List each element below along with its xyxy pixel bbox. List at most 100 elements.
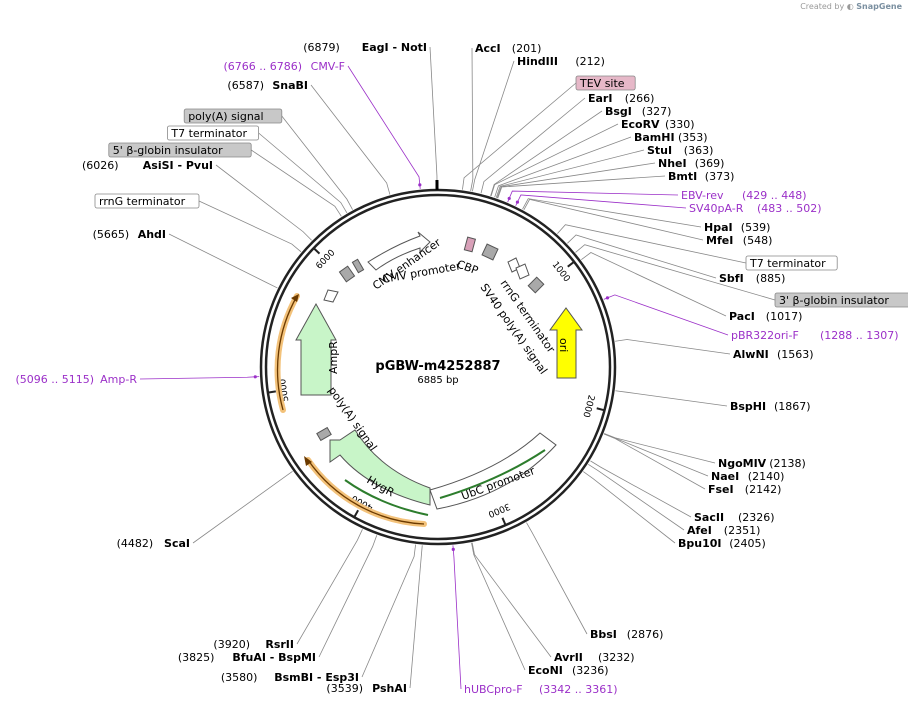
site-name: BsgI	[605, 105, 632, 118]
box-callout-line-t7-terminator	[258, 132, 348, 214]
feature-callout-rrng-terminator[interactable]: rrnG terminator	[94, 193, 200, 209]
restriction-site-econi[interactable]: EcoNI(3236)	[528, 664, 609, 677]
restriction-site-alwni[interactable]: AlwNI(1563)	[733, 348, 814, 361]
restriction-site-sbfi[interactable]: SbfI(885)	[719, 272, 785, 285]
t7-box-right[interactable]	[481, 243, 499, 261]
cmv-enhancer-arrow[interactable]	[323, 289, 339, 303]
callout-line-ecorv	[490, 123, 619, 197]
site-position: (373)	[705, 170, 735, 183]
site-name: BamHI	[634, 131, 675, 144]
feature-callout-5-globin-insulator[interactable]: 5' β-globin insulator	[108, 142, 252, 158]
primer-binding-mark	[253, 375, 257, 379]
restriction-site-bsphi[interactable]: BspHI(1867)	[730, 400, 811, 413]
scale-tick	[501, 517, 507, 526]
restriction-site-nhei[interactable]: NheI(369)	[658, 157, 724, 170]
callout-line-nhei	[496, 162, 656, 199]
restriction-site-scai[interactable]: ScaI(4482)	[117, 537, 190, 550]
primer-pbr322ori-f[interactable]: pBR322ori-F (1288 .. 1307)	[731, 329, 899, 342]
restriction-site-afei[interactable]: AfeI(2351)	[687, 524, 760, 537]
hygr-arrow[interactable]	[329, 429, 431, 506]
restriction-site-bfuai-bspmi[interactable]: BfuAI - BspMI(3825)	[178, 651, 316, 664]
callout-line-bpu10i	[583, 471, 676, 544]
feature-callout-3-globin-insulator[interactable]: 3' β-globin insulator	[774, 292, 908, 308]
primer-sv40pa-r[interactable]: SV40pA-R (483 .. 502)	[689, 202, 822, 215]
site-position: (3825)	[178, 651, 215, 664]
primer-ebv-rev[interactable]: EBV-rev(429 .. 448)	[681, 189, 807, 202]
restriction-site-rsrii[interactable]: RsrII (3920)	[213, 638, 294, 651]
primer-line-cmv-f	[347, 65, 421, 189]
sv40-polya-box[interactable]	[515, 263, 530, 280]
restriction-site-bbsi[interactable]: BbsI(2876)	[590, 628, 663, 641]
ubc-promoter-arrow[interactable]	[429, 432, 557, 510]
restriction-site-bamhi[interactable]: BamHI(353)	[634, 131, 708, 144]
site-name: RsrII	[265, 638, 294, 651]
restriction-site-eagi-noti[interactable]: EagI - NotI(6879)	[303, 41, 427, 54]
restriction-site-avrii[interactable]: AvrII(3232)	[554, 651, 635, 664]
site-name: PacI	[729, 310, 755, 323]
polya-box-bottom[interactable]	[316, 426, 332, 442]
restriction-site-snabi[interactable]: SnaBI(6587)	[227, 79, 308, 92]
site-name: BsmBI - Esp3I	[274, 671, 359, 684]
restriction-site-pshai[interactable]: PshAI(3539)	[326, 682, 407, 695]
primer-range: (483 .. 502)	[757, 202, 822, 215]
scale-tick-label: 1000	[550, 260, 572, 284]
restriction-site-asisi-pvui[interactable]: AsiSI - PvuI(6026)	[82, 159, 213, 172]
primer-name: SV40pA-R	[689, 202, 744, 215]
restriction-site-bsgi[interactable]: BsgI(327)	[605, 105, 671, 118]
site-position: (3920)	[213, 638, 250, 651]
ampr-arrow[interactable]	[295, 302, 337, 396]
plasmid-size: 6885 bp	[417, 375, 458, 386]
callout-text: poly(A) signal	[188, 110, 263, 123]
restriction-site-mfei[interactable]: MfeI(548)	[706, 234, 772, 247]
site-labels: AccI(201)HindIII(212)EarI(266)BsgI(327)E…	[15, 41, 908, 696]
scale-tick	[596, 407, 605, 412]
insulator-box-right[interactable]	[527, 276, 545, 294]
scale-tick-label: 2000	[580, 394, 596, 419]
callout-line-ngomiv	[604, 433, 716, 464]
site-position: (1867)	[774, 400, 811, 413]
site-name: StuI	[647, 144, 672, 157]
callout-box	[94, 193, 200, 209]
restriction-site-ecorv[interactable]: EcoRV(330)	[621, 118, 695, 131]
backbone-outer-strand	[259, 188, 617, 546]
restriction-site-stui[interactable]: StuI(363)	[647, 144, 713, 157]
callout-line-asisi-pvui	[215, 164, 312, 241]
feature-callout-t7-terminator[interactable]: T7 terminator	[745, 255, 838, 271]
restriction-site-bsmbi-esp3i[interactable]: BsmBI - Esp3I(3580)	[221, 671, 359, 684]
insulator-box-left[interactable]	[338, 265, 356, 283]
callout-box	[575, 75, 636, 91]
ori-arrow[interactable]	[549, 307, 583, 379]
feature-callout-t7-terminator[interactable]: T7 terminator	[166, 125, 259, 141]
feature-callout-tev-site[interactable]: TEV site	[575, 75, 636, 91]
restriction-site-eari[interactable]: EarI(266)	[588, 92, 654, 105]
box-callout-line-tev-site	[462, 82, 577, 190]
primer-name: EBV-rev	[681, 189, 724, 202]
restriction-site-fsei[interactable]: FseI(2142)	[708, 483, 781, 496]
primer-line-hubcpro-f	[452, 545, 462, 690]
backbone-inner-strand	[264, 193, 612, 541]
site-name: NgoMIV	[718, 457, 767, 470]
restriction-site-hindiii[interactable]: HindIII(212)	[517, 55, 605, 68]
primer-amp-r[interactable]: Amp-R(5096 .. 5115)	[15, 373, 137, 386]
primer-range: (1288 .. 1307)	[820, 329, 899, 342]
restriction-site-ngomiv[interactable]: NgoMIV(2138)	[718, 457, 806, 470]
restriction-site-acci[interactable]: AccI(201)	[475, 42, 541, 55]
primer-cmv-f[interactable]: CMV-F(6766 .. 6786)	[223, 60, 345, 73]
cbp-box[interactable]	[463, 236, 477, 253]
restriction-site-hpai[interactable]: HpaI(539)	[704, 221, 770, 234]
site-position: (2140)	[748, 470, 785, 483]
polya-box-left[interactable]	[351, 258, 365, 274]
cmv-promoter-arrow[interactable]	[367, 231, 431, 271]
restriction-site-naei[interactable]: NaeI(2140)	[711, 470, 784, 483]
site-name: EcoRV	[621, 118, 660, 131]
primer-hubcpro-f[interactable]: hUBCpro-F(3342 .. 3361)	[464, 683, 618, 696]
feature-callout-poly-a-signal[interactable]: poly(A) signal	[183, 108, 283, 124]
restriction-site-ahdi[interactable]: AhdI(5665)	[93, 228, 166, 241]
restriction-site-sacii[interactable]: SacII(2326)	[694, 511, 775, 524]
restriction-site-bmti[interactable]: BmtI(373)	[668, 170, 734, 183]
callout-text: rrnG terminator	[99, 195, 186, 208]
primer-name: pBR322ori-F	[731, 329, 799, 342]
restriction-site-paci[interactable]: PacI(1017)	[729, 310, 802, 323]
restriction-site-bpu10i[interactable]: Bpu10I(2405)	[678, 537, 766, 550]
site-name: AfeI	[687, 524, 712, 537]
